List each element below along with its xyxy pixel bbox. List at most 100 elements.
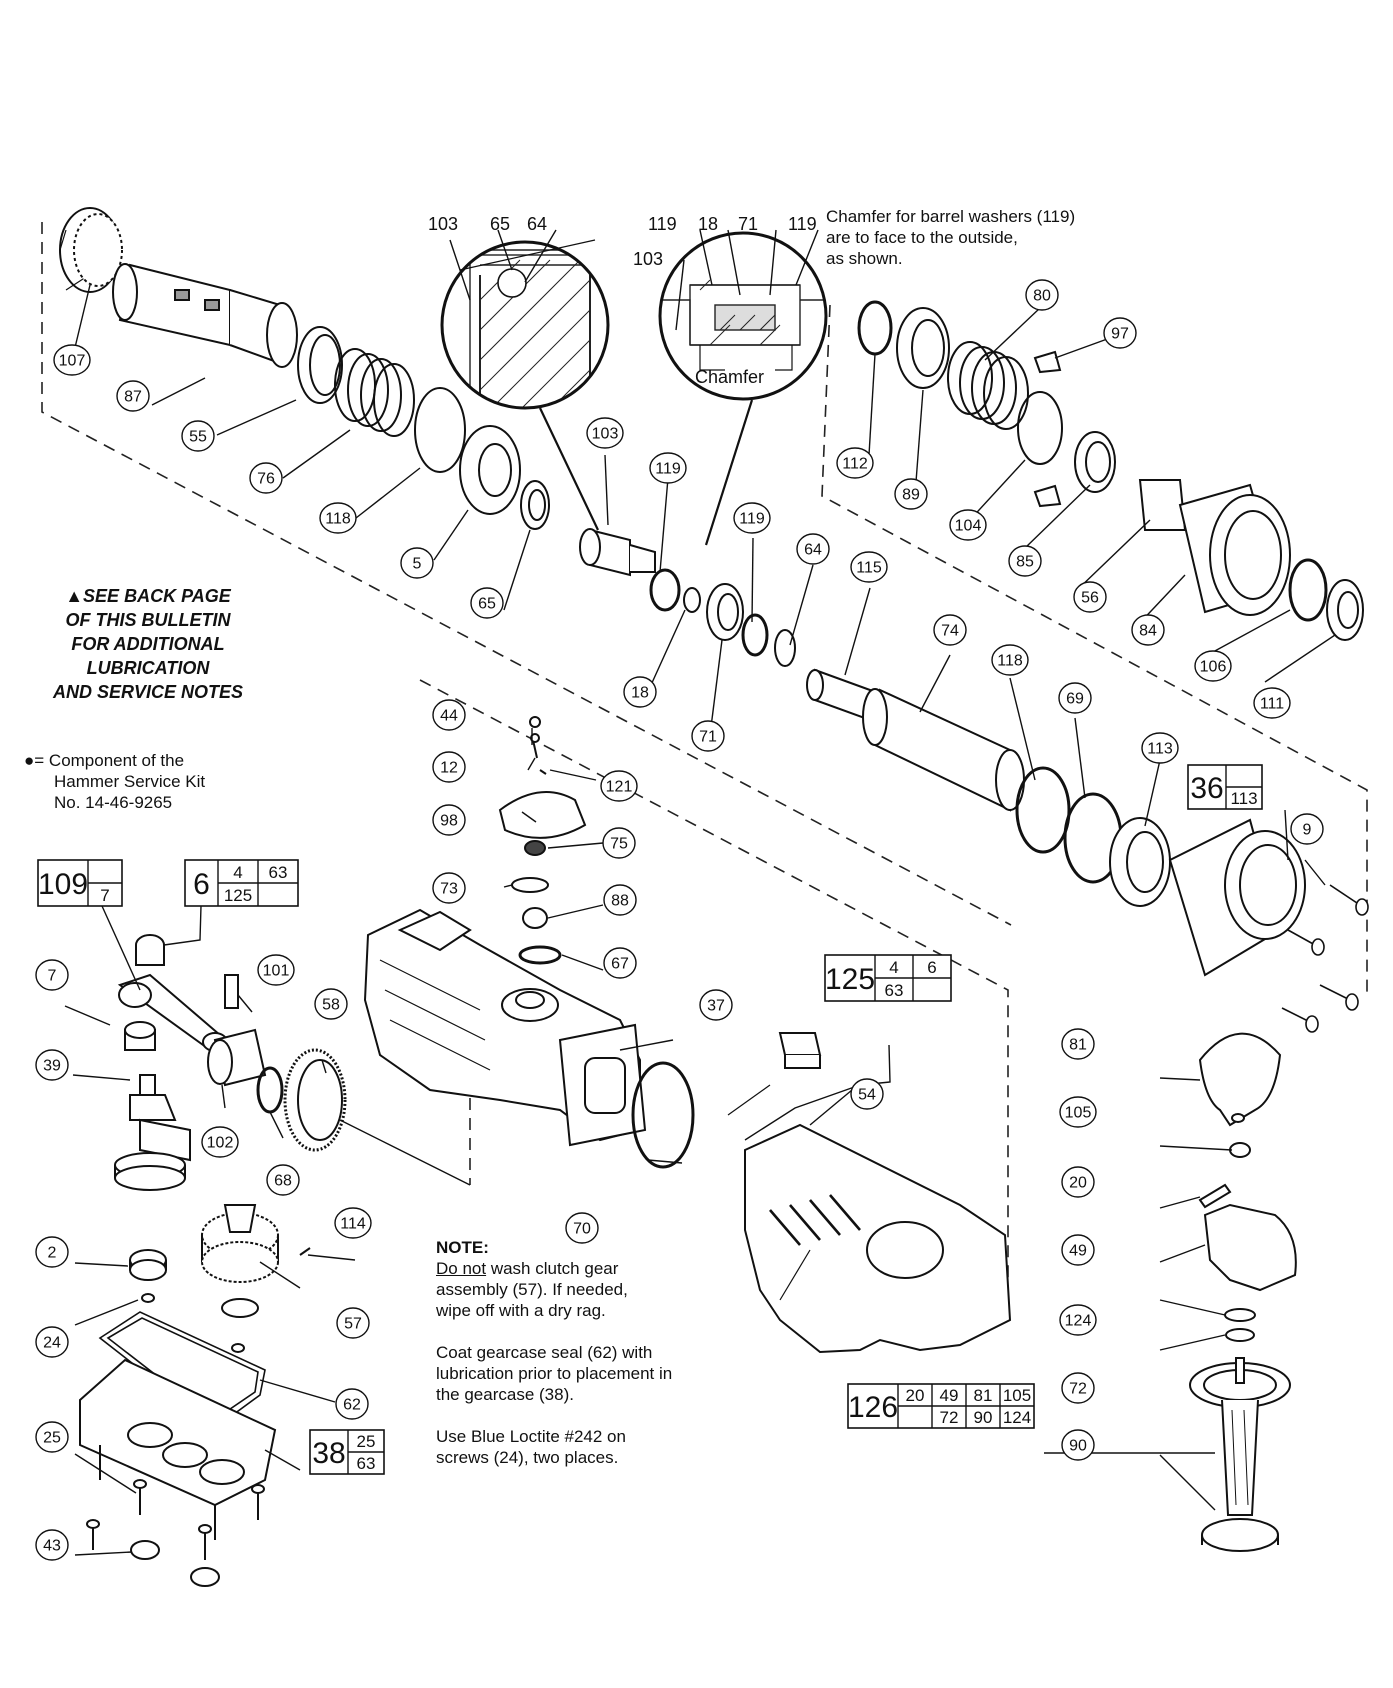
chamfer-note-line-1: Chamfer for barrel washers (119) — [826, 207, 1076, 226]
see-note-line-1: ▲SEE BACK PAGE — [65, 586, 231, 606]
callout-label: 118 — [997, 653, 1023, 670]
callout-circles: 1078755761185651031191871119641157411869… — [35, 279, 1324, 1561]
callout-65: 65 — [470, 587, 504, 619]
callout-7: 7 — [35, 959, 69, 991]
assembly-sub-number: 105 — [1003, 1386, 1031, 1405]
callout-label: 76 — [257, 471, 275, 488]
callout-76: 76 — [249, 462, 283, 494]
assembly-sub-number: 20 — [906, 1386, 925, 1405]
callout-label: 39 — [43, 1058, 61, 1075]
callout-113: 113 — [1141, 732, 1179, 764]
callout-label: 103 — [592, 426, 619, 443]
part-115-drawing — [806, 668, 871, 722]
part-125-seal-drawing — [778, 1032, 822, 1056]
assembly-sub-number: 49 — [940, 1386, 959, 1405]
barrel-parts-row — [59, 207, 1369, 1033]
assembly-sub-number: 90 — [974, 1408, 993, 1427]
callout-90: 90 — [1061, 1429, 1095, 1461]
callout-label: 111 — [1260, 696, 1284, 713]
chamfer-note-line-3: as shown. — [826, 249, 903, 268]
callout-81: 81 — [1061, 1028, 1095, 1060]
chamfer-note: Chamfer for barrel washers (119) are to … — [826, 206, 1075, 269]
callout-70: 70 — [565, 1212, 599, 1244]
callout-25: 25 — [35, 1421, 69, 1453]
detail-labels: 103 65 64 119 18 71 119 103 Chamfer — [428, 214, 817, 387]
callout-71: 71 — [691, 720, 725, 752]
assembly-sub-number: 6 — [927, 958, 936, 977]
assembly-main-number: 38 — [312, 1437, 345, 1470]
note-line-text: the gearcase (38). — [436, 1385, 574, 1404]
detail-right-label-71: 71 — [738, 214, 758, 234]
callout-49: 49 — [1061, 1234, 1095, 1266]
see-note-line-5: AND SERVICE NOTES — [52, 682, 244, 702]
kit-note-line-3: No. 14-46-9265 — [54, 793, 173, 812]
assembly-sub-number: 25 — [357, 1432, 376, 1451]
crank-parts — [114, 934, 471, 1191]
callout-85: 85 — [1008, 545, 1042, 577]
callout-56: 56 — [1073, 581, 1107, 613]
callout-54: 54 — [850, 1078, 884, 1110]
callout-62: 62 — [335, 1388, 369, 1420]
part-76-drawing — [334, 348, 415, 437]
assembly-sub-number: 125 — [224, 886, 252, 905]
detail-right-label-103: 103 — [633, 249, 663, 269]
part-43-drawing — [130, 1540, 160, 1560]
part-106-drawing — [1288, 558, 1328, 622]
callout-label: 58 — [322, 997, 340, 1014]
detail-right-label-18: 18 — [698, 214, 718, 234]
part-104-drawing — [1017, 391, 1063, 465]
assembly-sub-number: 124 — [1003, 1408, 1031, 1427]
note-line-text: lubrication prior to placement in — [436, 1364, 673, 1383]
callout-103: 103 — [586, 417, 624, 449]
callout-84: 84 — [1131, 614, 1165, 646]
callout-24: 24 — [35, 1326, 69, 1358]
callout-label: 54 — [858, 1087, 876, 1104]
detail-right-label-119b: 119 — [788, 214, 817, 234]
callout-label: 104 — [955, 518, 982, 535]
callout-label: 25 — [43, 1430, 61, 1447]
callout-label: 37 — [707, 998, 725, 1015]
detail-left-label-64: 64 — [527, 214, 547, 234]
part-38-cover-drawing — [79, 1358, 277, 1540]
part-89-drawing — [896, 307, 950, 389]
callout-label: 64 — [804, 542, 822, 559]
callout-label: 80 — [1033, 288, 1051, 305]
callout-118: 118 — [991, 644, 1029, 676]
assembly-sub-number: 7 — [100, 886, 109, 905]
part-88-drawing — [522, 907, 548, 929]
part-57-drawing — [201, 1204, 279, 1283]
callout-label: 90 — [1069, 1438, 1087, 1455]
callout-114: 114 — [334, 1207, 372, 1239]
callout-label: 75 — [610, 836, 628, 853]
callout-label: 9 — [1303, 822, 1312, 839]
part-73-drawing — [511, 877, 549, 893]
detail-circle-left — [440, 229, 610, 531]
callout-label: 89 — [902, 487, 920, 504]
callout-44: 44 — [432, 699, 466, 731]
callout-12: 12 — [432, 751, 466, 783]
callout-label: 88 — [611, 893, 629, 910]
part-118b-drawing — [1015, 766, 1071, 854]
note-line-text: wash clutch gear — [486, 1259, 619, 1278]
callout-74: 74 — [933, 614, 967, 646]
detail-right-chamfer: Chamfer — [695, 367, 764, 387]
note-line-8 — [436, 1405, 672, 1426]
callout-68: 68 — [266, 1164, 300, 1196]
part-58-drawing — [283, 1048, 347, 1152]
callout-111: 111 — [1253, 687, 1291, 719]
part-20-drawing — [1198, 1183, 1232, 1209]
callout-label: 55 — [189, 429, 207, 446]
part-75-drawing — [524, 840, 546, 856]
callout-label: 119 — [655, 461, 681, 478]
assembly-sub-number: 63 — [357, 1454, 376, 1473]
callout-label: 12 — [440, 760, 458, 777]
callout-106: 106 — [1194, 650, 1232, 682]
callout-118: 118 — [319, 502, 357, 534]
see-note-line-4: LUBRICATION — [86, 658, 210, 678]
callout-label: 44 — [440, 708, 458, 725]
callout-67: 67 — [603, 947, 637, 979]
part-81-drawing — [1198, 1032, 1282, 1127]
